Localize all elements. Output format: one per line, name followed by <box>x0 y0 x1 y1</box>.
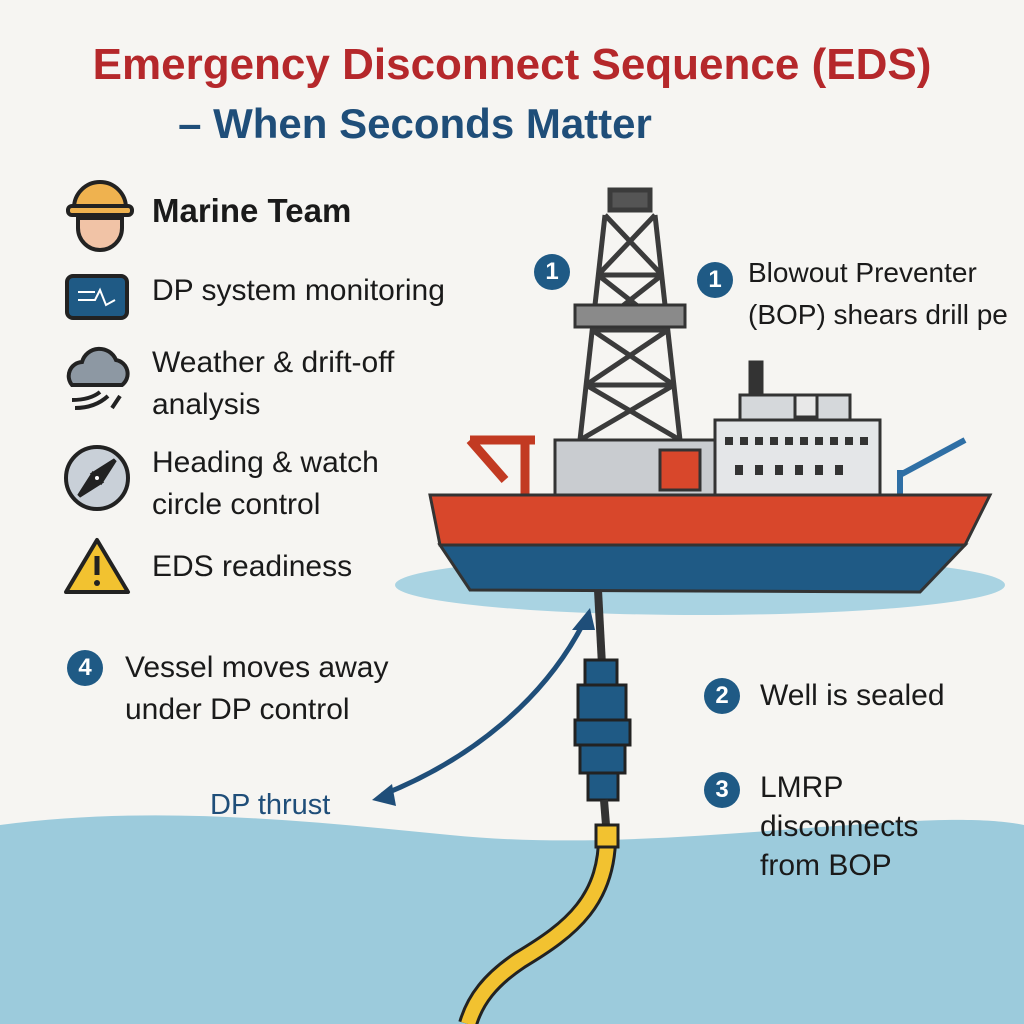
step-text: Blowout Preventer <box>748 257 977 288</box>
drilling-derrick <box>577 187 683 443</box>
hard-hat-person-icon <box>66 180 134 252</box>
derrick-step-badge: 1 <box>534 254 570 290</box>
weather-cloud-icon <box>66 346 130 410</box>
riser <box>594 589 606 666</box>
team-item-weather: Weather & drift-off analysis <box>152 342 394 426</box>
compass-icon <box>64 445 130 511</box>
item-text: DP system monitoring <box>152 274 445 307</box>
item-text: Weather & drift-off <box>152 346 395 379</box>
ship-hull-red <box>428 493 993 547</box>
ship-hull-blue <box>437 543 969 594</box>
step-text: under DP control <box>125 693 350 726</box>
step-2-badge: 2 <box>704 678 740 714</box>
step-1-badge: 1 <box>697 262 733 298</box>
item-text: analysis <box>152 388 261 421</box>
step-text: disconnects <box>760 810 919 843</box>
bop-stack <box>573 658 632 802</box>
team-item-eds-readiness: EDS readiness <box>152 546 352 588</box>
step-3-text: LMRP disconnects from BOP <box>760 768 918 885</box>
crane-left <box>466 435 535 495</box>
step-text: LMRP <box>760 771 844 804</box>
step-text: Vessel moves away <box>125 651 389 684</box>
step-1-text: Blowout Preventer (BOP) shears drill pe <box>748 252 1008 336</box>
warning-icon <box>64 538 130 594</box>
step-text: (BOP) shears drill pe <box>748 299 1008 330</box>
title-line-1: Emergency Disconnect Sequence (EDS) <box>92 40 932 89</box>
step-2-text: Well is sealed <box>760 679 945 712</box>
item-text: Heading & watch <box>152 446 379 479</box>
step-4-badge: 4 <box>67 650 103 686</box>
sea <box>0 815 1024 1024</box>
step-text: from BOP <box>760 849 892 882</box>
dp-thrust-label: DP thrust <box>210 789 331 821</box>
step-4-text: Vessel moves away under DP control <box>125 647 388 731</box>
team-item-heading: Heading & watch circle control <box>152 442 379 526</box>
item-text: EDS readiness <box>152 550 353 583</box>
team-heading: Marine Team <box>152 192 352 229</box>
step-3-badge: 3 <box>704 772 740 808</box>
item-text: circle control <box>152 488 321 521</box>
title-line-2: – When Seconds Matter <box>178 100 652 147</box>
ship-windows <box>725 437 868 475</box>
team-item-dp-monitoring: DP system monitoring <box>152 270 445 312</box>
monitor-icon <box>65 274 129 320</box>
dp-thrust-arrow <box>381 618 588 798</box>
crane-right <box>897 437 967 500</box>
